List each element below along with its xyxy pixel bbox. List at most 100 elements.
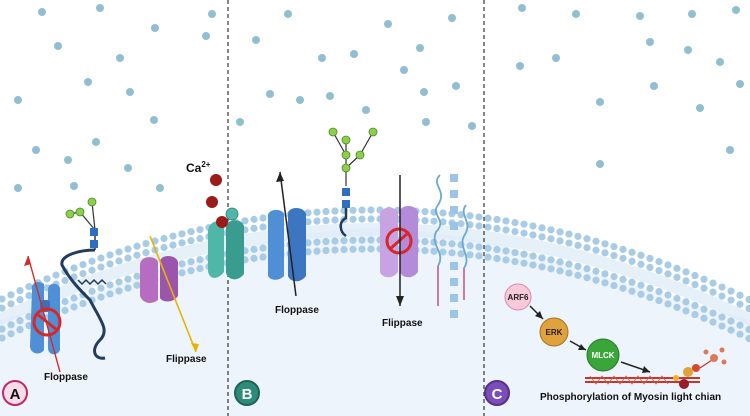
lipid-head: [304, 239, 312, 247]
lipid-head: [25, 292, 33, 300]
lipid-head: [736, 330, 744, 338]
ion-particle: [684, 46, 692, 54]
pathway-erk: ERK: [539, 317, 569, 347]
ion-particle: [572, 10, 580, 18]
lipid-head: [331, 246, 339, 254]
ion-particle: [596, 98, 604, 106]
lipid-head: [313, 208, 321, 216]
ion-particle: [202, 32, 210, 40]
lipid-head: [367, 215, 375, 223]
lipid-head: [61, 306, 69, 315]
lipid-head: [709, 318, 717, 326]
lipid-head: [331, 216, 339, 224]
lipid-head: [664, 261, 672, 269]
ion-particle: [726, 146, 734, 154]
lipid-head: [439, 248, 447, 256]
lipid-head: [142, 239, 150, 248]
lipid-head: [502, 256, 510, 264]
lipid-head: [169, 241, 177, 249]
lipid-head: [70, 303, 78, 311]
ion-particle: [126, 88, 134, 96]
lipid-head: [727, 317, 735, 325]
lipid-head: [358, 215, 366, 223]
ion-particle: [596, 160, 604, 168]
lipid-head: [88, 266, 96, 274]
lipid-head: [349, 245, 357, 253]
lipid-head: [610, 242, 618, 251]
ion-particle: [688, 10, 696, 18]
floppase-b-arrow: [279, 171, 297, 297]
lipid-head: [259, 214, 267, 222]
lipid-head: [7, 321, 15, 329]
lipid-head: [7, 300, 15, 308]
lipid-head: [709, 279, 717, 287]
ion-particle: [716, 58, 724, 66]
lipid-head: [484, 223, 492, 231]
lipid-head: [133, 251, 141, 259]
lipid-head: [160, 243, 168, 252]
lipid-head: [52, 271, 60, 279]
lipid-head: [700, 314, 708, 322]
lipid-head: [0, 334, 6, 342]
lipid-head: [520, 220, 528, 228]
lipid-head: [565, 269, 573, 277]
lipid-head: [457, 220, 465, 228]
lipid-head: [313, 217, 321, 225]
lipid-head: [538, 233, 546, 241]
lipid-head: [673, 273, 681, 281]
ion-particle: [350, 50, 358, 58]
ion-particle: [516, 62, 524, 70]
lipid-head: [439, 209, 447, 217]
pathway-arf6: ARF6: [504, 283, 532, 311]
lipid-head: [241, 217, 249, 225]
lipid-head: [619, 245, 627, 253]
lipid-head: [556, 267, 564, 275]
lipid-head: [358, 206, 366, 214]
lipid-head: [25, 283, 33, 291]
lipid-head: [502, 247, 510, 255]
lipid-head: [133, 272, 141, 280]
lipid-head: [115, 287, 123, 295]
lipid-head: [682, 298, 690, 306]
lipid-head: [610, 272, 618, 281]
lipid-head: [529, 261, 537, 269]
lipid-head: [313, 238, 321, 246]
panel-badge-c-text: C: [492, 386, 503, 403]
lipid-head: [187, 258, 195, 266]
lipid-head: [16, 317, 24, 325]
lipid-head: [664, 270, 672, 278]
lipid-head: [700, 284, 708, 292]
lipid-head: [115, 278, 123, 286]
lipid-head: [322, 246, 330, 255]
lipid-head: [520, 229, 528, 237]
lipid-head: [331, 207, 339, 215]
flippase-a-label: Flippase: [166, 354, 207, 365]
lipid-head: [592, 237, 600, 245]
floppase-a-label: Floppase: [44, 372, 88, 383]
flippase-b-label: Flippase: [382, 318, 423, 329]
lipid-head: [79, 269, 87, 278]
lipid-head: [565, 260, 573, 268]
lipid-head: [610, 251, 618, 260]
ion-particle: [384, 20, 392, 28]
lipid-head: [133, 281, 141, 289]
lipid-head: [727, 296, 735, 304]
lipid-head: [340, 237, 348, 245]
lipid-head: [457, 250, 465, 258]
lipid-head: [7, 330, 15, 338]
lipid-head: [565, 239, 573, 247]
lipid-head: [583, 274, 591, 282]
ion-particle: [422, 118, 430, 126]
lipid-tails: [0, 223, 750, 326]
lipid-head: [88, 257, 96, 265]
flippase-b-protein: [380, 206, 418, 278]
lipid-head: [664, 300, 672, 308]
lipid-head: [502, 226, 510, 234]
lipid-head: [718, 322, 726, 330]
lipid-head: [583, 235, 591, 243]
lipid-head: [448, 240, 456, 248]
lipid-head: [97, 254, 105, 262]
lipid-head: [745, 325, 750, 334]
lipid-head: [646, 263, 654, 271]
lipid-head: [547, 256, 555, 264]
